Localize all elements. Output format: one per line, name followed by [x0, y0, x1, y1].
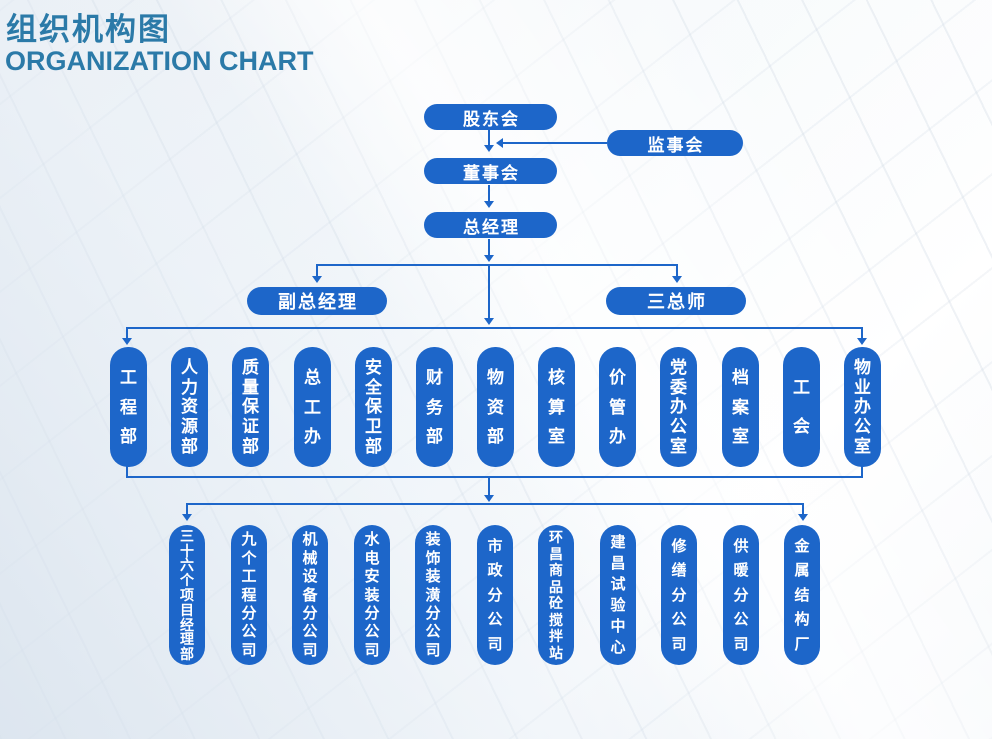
node-shareholders: 股东会: [424, 104, 557, 130]
connector-line: [186, 503, 804, 505]
subsidiary-box: 装饰装潢分公司: [415, 525, 451, 665]
department-box: 核算室: [538, 347, 575, 467]
connector-arrow-down: [857, 338, 867, 345]
connector-arrow-down: [122, 338, 132, 345]
connector-line: [488, 185, 490, 202]
department-box: 质量保证部: [232, 347, 269, 467]
department-box: 工程部: [110, 347, 147, 467]
subsidiary-box: 机械设备分公司: [292, 525, 328, 665]
connector-line: [126, 476, 863, 478]
connector-line: [861, 466, 863, 477]
subsidiary-box: 金属结构厂: [784, 525, 820, 665]
connector-line: [126, 327, 863, 329]
connector-line: [126, 328, 128, 339]
connector-arrow-down: [798, 514, 808, 521]
connector-arrow-down: [484, 318, 494, 325]
subsidiary-box: 市政分公司: [477, 525, 513, 665]
department-box: 价管办: [599, 347, 636, 467]
connector-arrow-left: [496, 138, 503, 148]
subsidiary-box: 建昌试验中心: [600, 525, 636, 665]
connector-line: [126, 466, 128, 477]
connector-line: [676, 265, 678, 277]
subsidiary-box: 水电安装分公司: [354, 525, 390, 665]
department-box: 档案室: [722, 347, 759, 467]
subsidiary-box: 三十六个项目经理部: [169, 525, 205, 665]
connector-line: [316, 264, 678, 266]
connector-arrow-down: [312, 276, 322, 283]
connector-line: [488, 265, 490, 319]
department-box: 总工办: [294, 347, 331, 467]
connector-line: [488, 477, 490, 496]
node-general-manager: 总经理: [424, 212, 557, 238]
department-box: 党委办公室: [660, 347, 697, 467]
connector-line: [802, 504, 804, 515]
subsidiary-box: 供暖分公司: [723, 525, 759, 665]
connector-line: [488, 129, 490, 146]
node-board-of-directors: 董事会: [424, 158, 557, 184]
department-box: 人力资源部: [171, 347, 208, 467]
department-box: 安全保卫部: [355, 347, 392, 467]
page-subtitle: ORGANIZATION CHART: [5, 46, 314, 76]
department-box: 物资部: [477, 347, 514, 467]
connector-arrow-down: [672, 276, 682, 283]
node-supervisory-board: 监事会: [607, 130, 743, 156]
node-deputy-general-manager: 副总经理: [247, 287, 387, 315]
connector-line: [316, 265, 318, 277]
connector-arrow-down: [484, 201, 494, 208]
node-three-chief-engineers: 三总师: [606, 287, 746, 315]
connector-arrow-down: [484, 495, 494, 502]
subsidiary-box: 环昌商品砼搅拌站: [538, 525, 574, 665]
connector-arrow-down: [182, 514, 192, 521]
subsidiary-box: 九个工程分公司: [231, 525, 267, 665]
connector-line: [186, 504, 188, 515]
connector-arrow-down: [484, 145, 494, 152]
connector-line: [488, 239, 490, 256]
connector-arrow-down: [484, 255, 494, 262]
department-box: 物业办公室: [844, 347, 881, 467]
connector-line: [503, 142, 607, 144]
department-box: 财务部: [416, 347, 453, 467]
connector-line: [861, 328, 863, 339]
page-title: 组织机构图: [6, 12, 171, 47]
subsidiary-box: 修缮分公司: [661, 525, 697, 665]
department-box: 工会: [783, 347, 820, 467]
